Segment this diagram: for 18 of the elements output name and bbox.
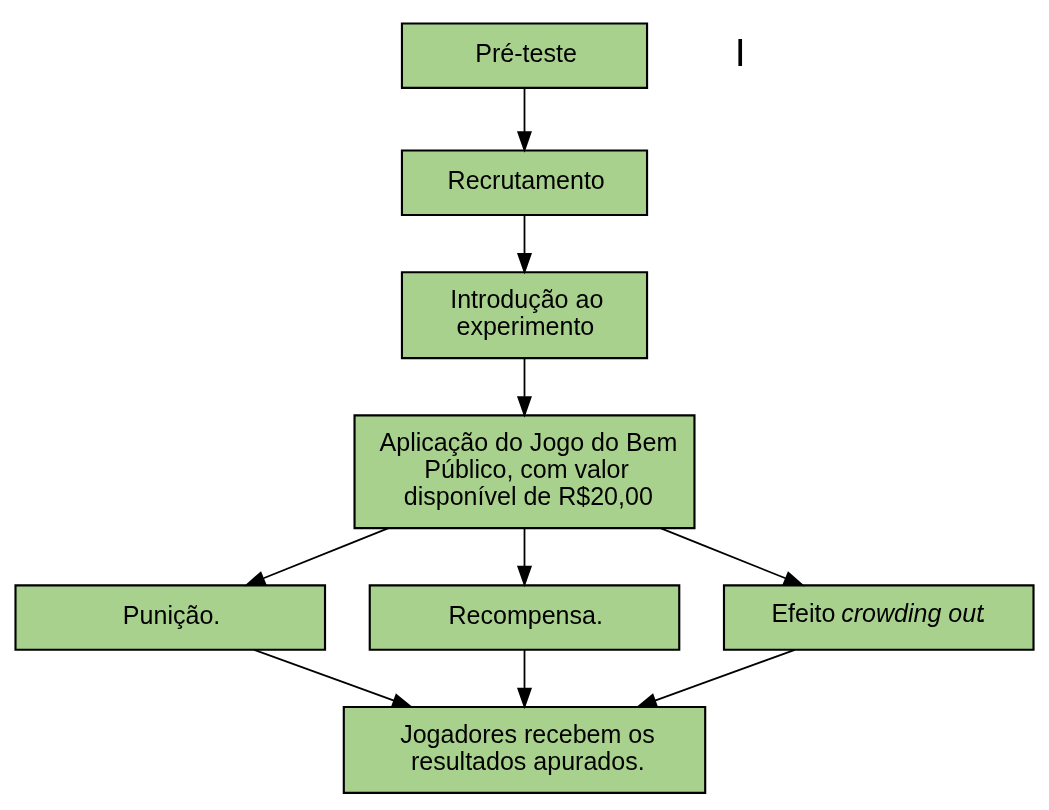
- arrow: [243, 526, 390, 586]
- arrow: [516, 648, 533, 709]
- node-box: Recrutamento: [400, 148, 649, 216]
- node-box: Efeito crowding out.: [722, 583, 1035, 651]
- arrow: [659, 526, 806, 586]
- arrow: [516, 526, 533, 587]
- node-box: Punição.: [14, 583, 327, 651]
- node-box: Introdução ao experimento: [400, 270, 649, 359]
- node-box: Pré-teste: [400, 21, 649, 89]
- node-box: Aplicação do Jogo do Bem Público, com valor disponível de R$20,00: [353, 413, 696, 529]
- node-box: Recompensa.: [368, 583, 681, 651]
- arrow: [516, 357, 533, 418]
- node-box: Jogadores recebem os resultados apurados.: [342, 705, 707, 794]
- arrow: [253, 648, 414, 708]
- arrow: [635, 648, 796, 708]
- label: I: [734, 29, 746, 74]
- arrow: [516, 213, 533, 275]
- arrow: [516, 86, 533, 153]
